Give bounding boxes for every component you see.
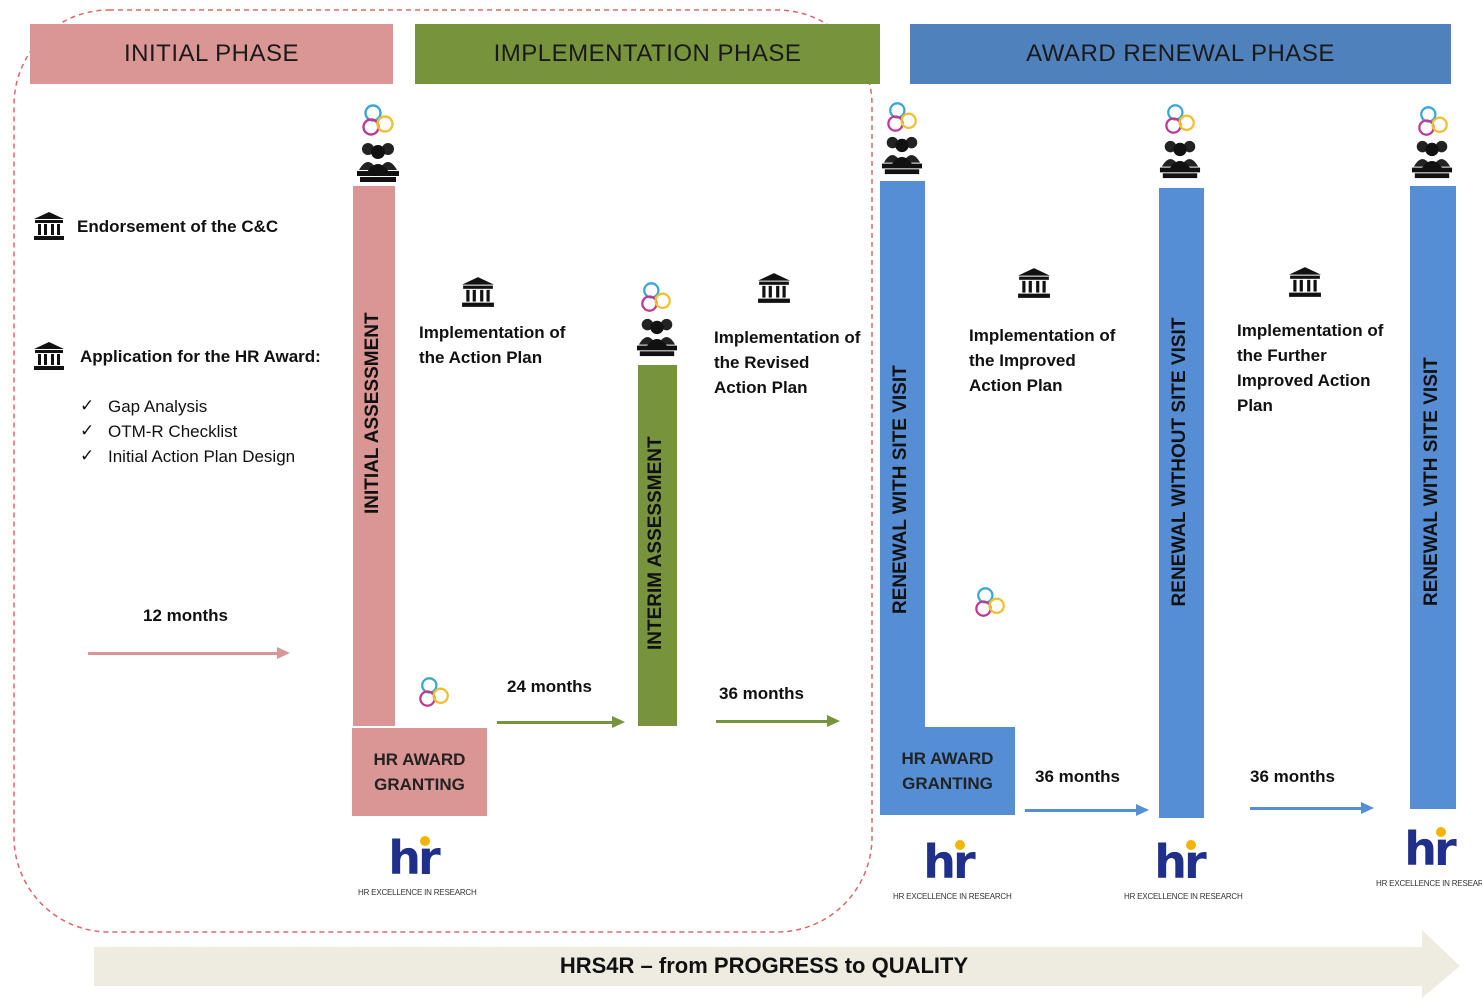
hr-logo-icon: hr HR EXCELLENCE IN RESEARCH xyxy=(1376,825,1482,888)
hr-logo-mark: hr xyxy=(1154,835,1206,889)
stakeholders-icon xyxy=(1159,140,1201,179)
bank-icon xyxy=(758,273,790,303)
implementation-revised-plan-text: Implementation of the Revised Action Pla… xyxy=(714,328,861,397)
hr-logo-caption: HR EXCELLENCE IN RESEARCH xyxy=(1124,892,1243,901)
implementation-phase-header: IMPLEMENTATION PHASE xyxy=(415,24,880,84)
hr-logo-icon: hr HR EXCELLENCE IN RESEARCH xyxy=(358,831,477,897)
stakeholders-icon xyxy=(357,143,399,182)
renewal-site-visit-bar xyxy=(1410,186,1456,809)
bank-icon xyxy=(34,342,64,370)
bank-icon xyxy=(462,277,494,307)
hr-logo-icon: hr HR EXCELLENCE IN RESEARCH xyxy=(1124,835,1243,901)
hr-logo-caption: HR EXCELLENCE IN RESEARCH xyxy=(358,888,477,897)
application-label: Application for the HR Award: xyxy=(80,347,321,366)
renewal-without-site-visit-bar xyxy=(1159,188,1204,818)
bank-icon xyxy=(34,212,64,240)
check-icon: ✓ xyxy=(80,396,95,415)
duration-36-months: 36 months xyxy=(1035,767,1121,786)
stakeholders-icon xyxy=(636,318,678,357)
interim-assessment-bar xyxy=(638,365,677,726)
three-circles-icon xyxy=(975,587,1005,617)
duration-36-months: 36 months xyxy=(719,684,805,703)
three-circles-icon xyxy=(641,282,671,312)
hr-logo-icon: hr HR EXCELLENCE IN RESEARCH xyxy=(893,835,1012,901)
checklist-item: OTM-R Checklist xyxy=(108,422,238,441)
renewal-site-visit-label: RENEWAL WITH SITE VISIT xyxy=(890,365,911,614)
renewal-site-visit-bar xyxy=(880,181,925,741)
endorsement-label: Endorsement of the C&C xyxy=(77,217,279,236)
three-circles-icon xyxy=(362,104,394,136)
duration-24-months: 24 months xyxy=(507,677,593,696)
timeline-arrow xyxy=(716,715,840,727)
hr-award-granting-box: HR AWARD GRANTING xyxy=(352,728,487,816)
footer-title: HRS4R – from PROGRESS to QUALITY xyxy=(559,953,969,978)
bank-icon xyxy=(1018,268,1050,298)
hr-award-granting-box: HR AWARD GRANTING xyxy=(880,727,1015,815)
renewal-without-site-visit-label: RENEWAL WITHOUT SITE VISIT xyxy=(1169,317,1190,607)
progress-arrow xyxy=(94,930,1460,998)
hr-logo-caption: HR EXCELLENCE IN RESEARCH xyxy=(1376,879,1482,888)
timeline-arrow xyxy=(88,647,290,659)
check-icon: ✓ xyxy=(80,446,95,465)
three-circles-icon xyxy=(419,677,449,707)
three-circles-icon xyxy=(887,102,917,132)
implementation-further-plan-text: Implementation of the Further Improved A… xyxy=(1237,321,1384,415)
hr-logo-caption: HR EXCELLENCE IN RESEARCH xyxy=(893,892,1012,901)
checklist-item: Initial Action Plan Design xyxy=(108,447,296,466)
three-circles-icon xyxy=(1418,106,1448,136)
initial-assessment-label: INITIAL ASSESSMENT xyxy=(362,312,383,514)
checklist-item: Gap Analysis xyxy=(108,397,208,416)
renewal-phase-header: AWARD RENEWAL PHASE xyxy=(910,24,1451,84)
renewal-site-visit-label: RENEWAL WITH SITE VISIT xyxy=(1421,357,1442,606)
duration-12-months: 12 months xyxy=(143,606,229,625)
interim-assessment-label: INTERIM ASSESSMENT xyxy=(645,436,666,650)
hr-logo-mark: hr xyxy=(388,831,440,885)
hr-logo-mark: hr xyxy=(923,835,975,889)
stakeholders-icon xyxy=(881,136,923,175)
bank-icon xyxy=(1289,267,1321,297)
timeline-arrow xyxy=(1025,804,1149,816)
timeline-arrow xyxy=(1250,802,1374,814)
implementation-action-plan-text: Implementation of the Action Plan xyxy=(419,323,566,367)
initial-phase-header: INITIAL PHASE xyxy=(30,24,393,84)
implementation-improved-plan-text: Implementation of the Improved Action Pl… xyxy=(969,326,1116,395)
duration-36-months: 36 months xyxy=(1250,767,1336,786)
stakeholders-icon xyxy=(1411,140,1453,179)
initial-assessment-bar xyxy=(353,186,395,726)
three-circles-icon xyxy=(1165,104,1195,134)
hr-logo-mark: hr xyxy=(1404,822,1456,876)
timeline-arrow xyxy=(497,716,625,728)
check-icon: ✓ xyxy=(80,421,95,440)
